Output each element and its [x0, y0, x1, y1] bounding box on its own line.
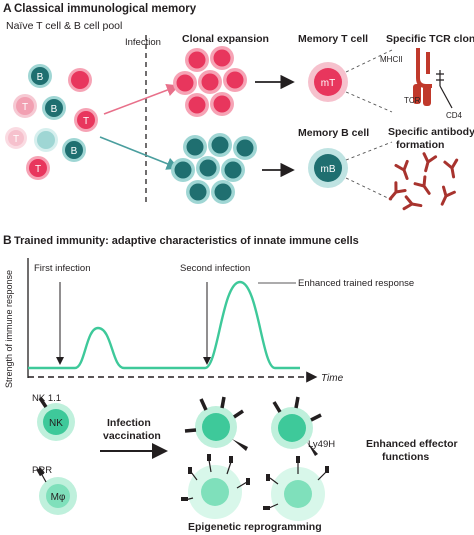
y-axis-label: Strength of immune response — [4, 270, 14, 388]
naive-t-cell: T — [13, 94, 37, 118]
naive-t-cell: T — [5, 127, 27, 149]
antibodies-icon — [384, 152, 461, 213]
svg-text:T: T — [83, 116, 89, 127]
infection-label: Infection — [125, 37, 161, 48]
effector-label-line-1: Enhanced effector — [366, 438, 458, 450]
svg-text:mT: mT — [321, 78, 335, 89]
svg-text:NK: NK — [49, 418, 63, 429]
trained-macrophage-cell — [181, 454, 250, 519]
second-infection-label: Second infection — [180, 263, 250, 274]
panel-b-letter: B — [3, 233, 12, 247]
naive-t-cell: T — [26, 156, 50, 180]
naive-t-cell: T — [74, 108, 98, 132]
zoom-lines — [345, 49, 393, 201]
naive-t-cell — [68, 68, 92, 92]
svg-text:B: B — [71, 146, 78, 157]
clonal-b-cluster — [171, 133, 257, 204]
naive-b-cell: B — [42, 96, 66, 120]
nk-marker-label: NK 1.1 — [32, 393, 61, 404]
naive-b-cell: B — [28, 64, 52, 88]
enhanced-response-label: Enhanced trained response — [298, 278, 414, 289]
svg-text:T: T — [13, 134, 19, 145]
b-expansion-arrow — [99, 136, 180, 170]
svg-text:mB: mB — [321, 164, 336, 175]
clonal-expansion-label: Clonal expansion — [182, 33, 269, 45]
panel-b-title: Trained immunity: adaptive characteristi… — [14, 235, 359, 247]
trained-nk-cell — [271, 396, 322, 456]
nk-cell: NK — [37, 397, 75, 441]
svg-text:Mφ: Mφ — [51, 492, 66, 503]
naive-b-cell: B — [62, 138, 86, 162]
memory-t-cell: mT — [308, 62, 348, 102]
treatment-label-line-2: vaccination — [103, 430, 161, 442]
clonal-t-cluster — [173, 46, 247, 117]
x-axis-label: Time — [321, 373, 344, 384]
memory-t-label: Memory T cell — [298, 33, 368, 45]
ly49h-label: Ly49H — [308, 439, 335, 450]
svg-text:B: B — [37, 72, 44, 83]
trained-macrophage-cell — [263, 456, 329, 521]
cd4-label: CD4 — [446, 111, 463, 120]
naive-pool-label: Naïve T cell & B cell pool — [6, 20, 122, 32]
antibody-label-line-1: Specific antibody — [388, 126, 474, 138]
tcr-label: TCR — [404, 96, 421, 105]
panel-a-title: Classical immunological memory — [14, 3, 197, 15]
effector-label-line-2: functions — [382, 451, 429, 463]
naive-cell-pool: B T B T T B T — [5, 64, 98, 180]
naive-b-cell — [34, 128, 58, 152]
treatment-label-line-1: Infection — [107, 417, 151, 429]
t-expansion-arrow — [103, 83, 180, 115]
svg-text:B: B — [51, 104, 58, 115]
tcr-clone-label: Specific TCR clone — [386, 33, 474, 45]
memory-b-label: Memory B cell — [298, 127, 369, 139]
immune-response-curve — [28, 280, 300, 370]
epigenetic-label: Epigenetic reprogramming — [188, 521, 322, 533]
first-infection-label: First infection — [34, 263, 91, 274]
macrophage-cell: Mφ — [36, 467, 77, 515]
panel-a-letter: A — [3, 1, 12, 15]
svg-text:T: T — [22, 102, 28, 113]
trained-nk-cell — [184, 396, 248, 451]
antibody-label-line-2: formation — [396, 139, 444, 151]
tcr-mhcii-complex — [413, 48, 453, 109]
svg-text:T: T — [35, 164, 41, 175]
memory-b-cell: mB — [308, 148, 348, 188]
mhcii-label: MHCII — [380, 55, 403, 64]
